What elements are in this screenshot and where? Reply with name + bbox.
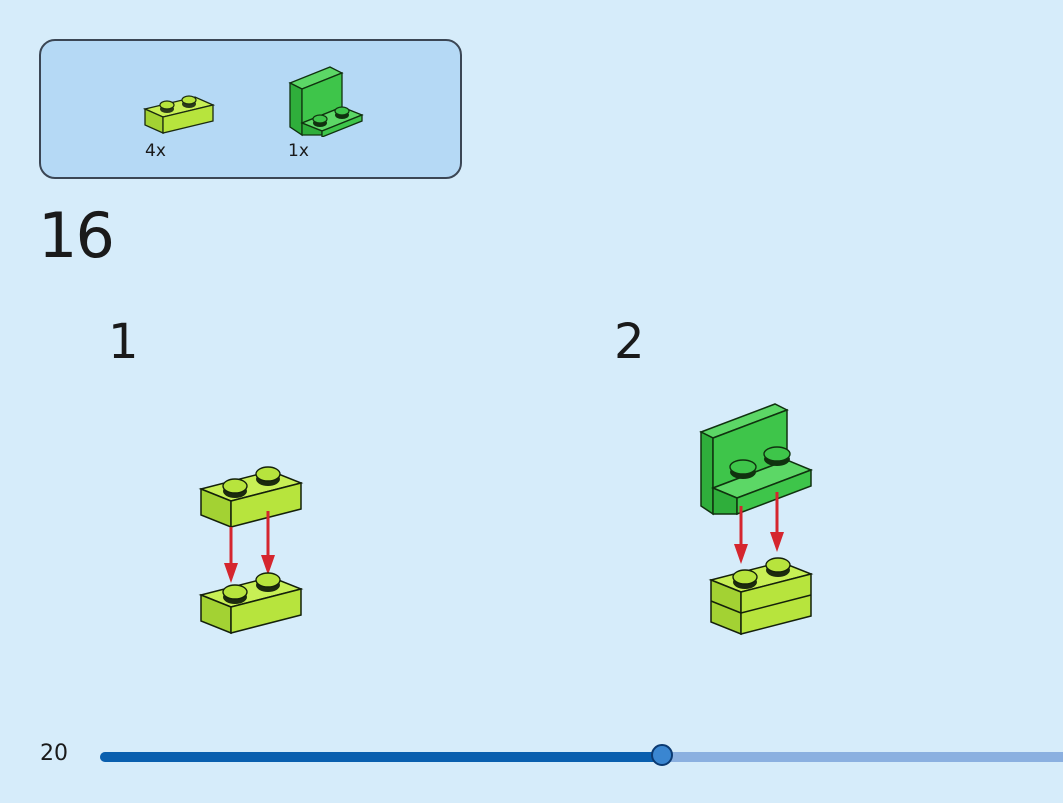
placement-arrow bbox=[261, 511, 275, 575]
page-progress-fill bbox=[100, 752, 663, 762]
parts-list-callout: 4x 1x bbox=[39, 39, 462, 179]
lime-plate-top bbox=[198, 466, 304, 529]
substep-2-illustration bbox=[699, 403, 814, 636]
lime-plate-stack bbox=[708, 557, 814, 636]
substep-number: 1 bbox=[108, 314, 139, 370]
lime-plate-bottom bbox=[198, 572, 304, 635]
page-number: 20 bbox=[40, 741, 68, 766]
page-progress-handle[interactable] bbox=[651, 744, 674, 766]
substep-1-illustration bbox=[198, 466, 304, 635]
page-progress-bar[interactable] bbox=[100, 744, 1063, 766]
part-count: 4x bbox=[145, 141, 166, 161]
green-bracket-1x2-icon bbox=[288, 66, 364, 137]
part-count: 1x bbox=[288, 141, 309, 161]
placement-arrow bbox=[770, 492, 784, 552]
step-number: 16 bbox=[38, 199, 115, 272]
green-bracket bbox=[699, 403, 814, 516]
substep-number: 2 bbox=[614, 314, 645, 370]
lime-plate-1x2-icon bbox=[143, 95, 215, 135]
placement-arrow bbox=[734, 506, 748, 564]
placement-arrow bbox=[224, 527, 238, 583]
